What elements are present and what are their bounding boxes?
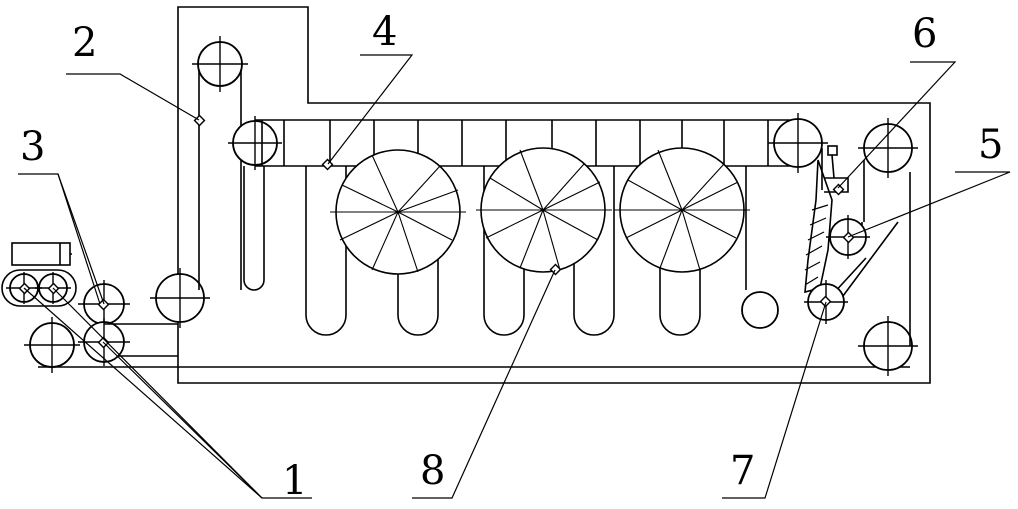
label-2: 2	[72, 20, 97, 66]
far-right-upper-roll	[858, 118, 918, 178]
right-upper-roll	[768, 113, 828, 173]
left-bottom-roll	[24, 317, 80, 373]
label-5: 5	[978, 122, 1003, 168]
machine-housing	[177, 6, 931, 384]
festoon-small-roll	[741, 291, 779, 329]
drum-2	[476, 147, 612, 273]
web-riser	[198, 64, 242, 290]
label-6: 6	[912, 11, 937, 57]
festoon-loops	[243, 120, 769, 336]
entry-roll	[150, 268, 210, 328]
label-8: 8	[420, 448, 445, 494]
right-web-path	[821, 148, 911, 346]
festoon-left-roll	[228, 116, 282, 170]
leader-lines	[18, 54, 1011, 499]
feed-unit-arm	[59, 243, 72, 265]
coating-trough	[804, 145, 849, 294]
feed-unit	[1, 242, 77, 307]
feed-unit-box	[11, 242, 71, 266]
label-3: 3	[20, 124, 45, 170]
drum-3	[614, 147, 750, 273]
label-7: 7	[730, 448, 755, 494]
node-markers	[18, 114, 855, 349]
feed-unit-body	[1, 269, 77, 307]
label-1: 1	[282, 458, 307, 504]
top-roll	[192, 36, 248, 92]
drum-1	[330, 149, 466, 275]
label-4: 4	[372, 9, 397, 55]
far-right-lower-roll	[858, 316, 918, 376]
